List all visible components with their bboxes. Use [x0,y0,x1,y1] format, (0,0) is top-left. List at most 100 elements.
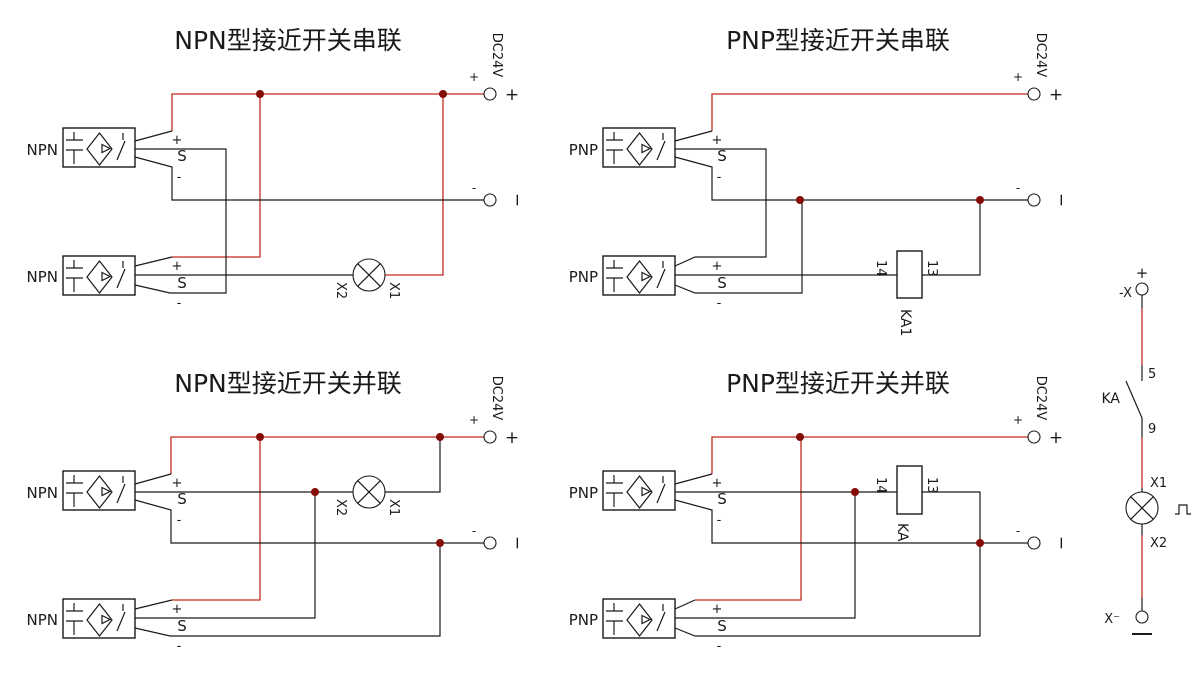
pin-signal-label: S [177,490,187,508]
pin-minus-label: - [177,296,182,311]
diagram-title: NPN型接近开关并联 [174,369,401,398]
lamp-terminal-label: X2 [333,499,348,516]
pin-plus-label: + [712,602,723,617]
relay-pin-label: 13 [924,260,939,277]
wire [385,437,441,493]
pnp-parallel-diagram: PNP型接近开关并联 DC24V PNP PNP + S - + S - 14 … [569,369,1071,654]
wire [134,473,172,485]
plus-sign: + [1049,85,1063,105]
pin-signal-label: S [177,274,187,292]
pin-signal-label: S [177,617,187,635]
pin-signal-label: S [717,490,727,508]
supply-label: DC24V [489,33,504,78]
relay-coil-symbol [896,465,923,515]
diagram-title: PNP型接近开关串联 [726,26,950,55]
pin-plus-label: + [712,133,723,148]
relay-pin-label: 14 [873,260,888,277]
proximity-sensor-symbol [602,255,676,296]
pin-plus-label: + [172,476,183,491]
proximity-sensor-symbol [62,127,136,168]
wire [134,256,173,267]
pin-plus-label: + [712,259,723,274]
sensor-label: PNP [569,141,598,159]
plus-sign: + [1013,413,1023,427]
wire-live [695,437,802,601]
wire [134,543,441,637]
pin-minus-label: - [717,296,722,311]
wire [134,499,484,544]
wire [922,200,981,276]
proximity-sensor-symbol [602,470,676,511]
lamp-terminal-label: X1 [1150,476,1167,491]
minus-sign: - [472,524,476,538]
wire [674,473,713,485]
junction-dot [796,196,804,204]
terminal [1135,282,1149,296]
junction-dot [436,539,444,547]
contact-pin-label: 9 [1148,422,1156,437]
proximity-sensor-symbol [62,255,136,296]
minus-sign: - [1016,181,1020,195]
control-lamp-circuit: + -X 5 KA 9 X1 X2 X⁻ [1101,264,1191,635]
supply-label: DC24V [1033,376,1048,421]
pin-minus-label: - [717,513,722,528]
plus-sign: + [1013,70,1023,84]
lamp-terminal-label: X1 [386,499,401,516]
wire [674,599,696,610]
minus-sign: − [1051,193,1071,207]
pin-plus-label: + [712,476,723,491]
wire-live [170,436,484,474]
diagram-title: NPN型接近开关串联 [174,26,401,55]
minus-sign: − [507,193,527,207]
relay-pin-label: 13 [924,477,939,494]
wire [674,156,1028,201]
proximity-sensor-symbol [602,598,676,639]
terminal [1135,610,1149,624]
junction-dot [976,539,984,547]
minus-sign: - [472,181,476,195]
npn-series-diagram: NPN型接近开关串联 DC24V NPN NPN + S - + S - X2 … [27,26,528,311]
diagram-title: PNP型接近开关并联 [726,369,950,398]
contact-pin-label: 5 [1148,367,1156,382]
relay-name-label: KA [894,523,910,542]
wire-live [172,94,261,258]
plus-sign: + [469,413,479,427]
wire [674,148,767,267]
proximity-sensor-symbol [62,470,136,511]
proximity-sensor-symbol [602,127,676,168]
pin-minus-label: - [717,639,722,654]
terminal-label: -X [1119,286,1132,301]
sensor-label: NPN [27,141,59,159]
junction-dot [256,433,264,441]
wire [674,543,981,637]
pin-plus-label: + [172,602,183,617]
pin-minus-label: - [717,170,722,185]
wire-live [711,93,1028,131]
junction-dot [436,433,444,441]
wire [674,130,713,142]
wire [674,499,1028,544]
wire [134,156,484,201]
junction-dot [311,488,319,496]
npn-parallel-diagram: NPN型接近开关并联 DC24V NPN NPN + S - + S - X2 … [27,369,528,654]
plus-sign: + [469,70,479,84]
lamp-terminal-label: X1 [386,282,401,299]
wire [922,491,981,543]
pnp-series-diagram: PNP型接近开关串联 DC24V PNP PNP + S - + S - 14 … [569,26,1071,336]
plus-sign: + [1136,264,1149,282]
wire [134,599,173,610]
sensor-label: PNP [569,484,598,502]
wire [675,492,856,619]
wire [674,200,803,294]
plus-sign: + [505,85,519,105]
pin-signal-label: S [717,274,727,292]
wire-live [385,94,444,276]
pin-minus-label: - [177,170,182,185]
sensor-label: PNP [569,268,598,286]
wire-live [171,93,484,131]
junction-dot [439,90,447,98]
sensor-label: NPN [27,611,59,629]
minus-sign: - [1016,524,1020,538]
relay-name-label: KA1 [897,309,913,336]
